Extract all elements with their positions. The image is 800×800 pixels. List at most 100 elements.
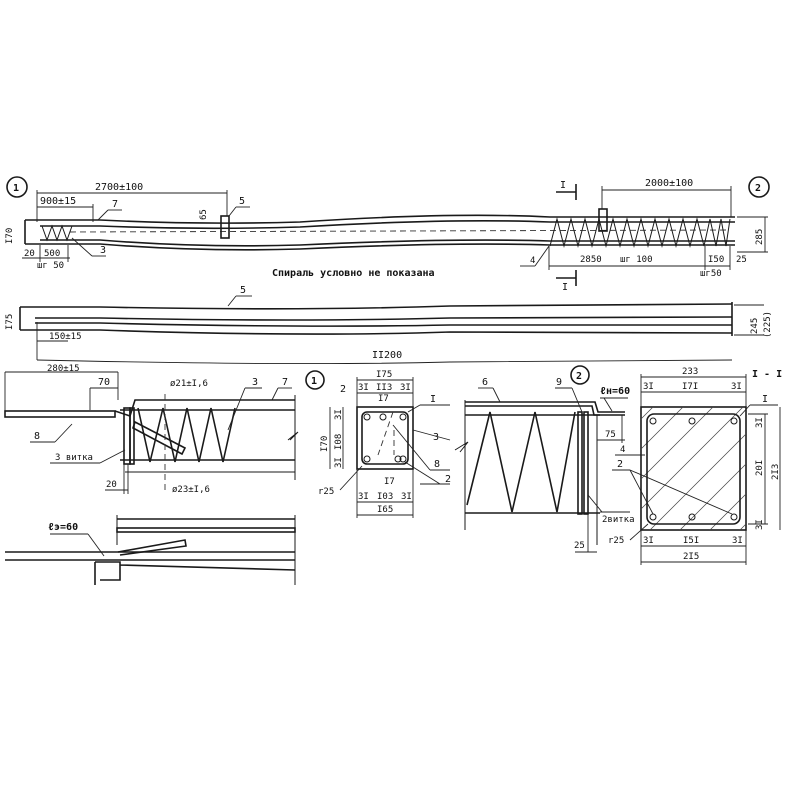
dim-65: 65 (199, 209, 209, 220)
d2-spiral (466, 411, 576, 513)
plan-view: 5 I75 245 (225) 150±15 II200 280±15 (5, 285, 773, 374)
s2-pos-4: 4 (620, 445, 625, 455)
spiral-right (549, 217, 731, 248)
section-mark-top: I (560, 180, 566, 191)
s1-pos-3: 3 (433, 432, 439, 443)
section-II-view: I - I 233 3I I7I 3I I 4 2 20I 2I3 (608, 367, 782, 565)
dim-170: I70 (5, 228, 15, 244)
rebar-top (40, 219, 735, 230)
s1-dim-113: II3 (376, 383, 392, 393)
bar-6 (465, 401, 625, 416)
s2-dim-31d: 3I (755, 519, 765, 530)
plan-dim-245: 245 (750, 318, 760, 334)
dim-2000: 2000±100 (645, 178, 693, 189)
s1-dim-31e: 3I (358, 492, 369, 502)
section-II-stirrup (646, 413, 741, 525)
d1-pos-7: 7 (282, 377, 288, 388)
lifting-loop-right (598, 208, 608, 232)
plan-top (20, 303, 733, 310)
plan-rebar-2 (35, 322, 732, 327)
step-50: шг 50 (37, 261, 64, 271)
s2-dim-151: I5I (683, 536, 699, 546)
s2-dim-31b: 3I (731, 382, 742, 392)
d1-pos-8: 8 (34, 431, 40, 442)
dim-150: I50 (708, 255, 724, 265)
d1-dim-70: 70 (98, 377, 110, 388)
s1-dim-165: I65 (377, 505, 393, 515)
d1-pos-3: 3 (252, 377, 258, 388)
s1-dim-31b: 3I (400, 383, 411, 393)
s2-dim-31c: 3I (755, 417, 765, 428)
dim-25: 25 (736, 255, 747, 265)
s1-pos-2b: 2 (445, 474, 451, 485)
callout-1-section: 1 (311, 376, 317, 387)
s1-radius: r25 (318, 487, 334, 497)
s1-dim-170: I70 (320, 436, 330, 452)
detail-1-view: 70 8 ø21±I,6 3 7 3 витка 20 ø23±I,6 ℓ (4, 371, 299, 585)
d2-lap: ℓн=60 (600, 386, 630, 397)
dim-20: 20 (24, 249, 35, 259)
s2-pos-2: 2 (617, 459, 623, 470)
dim-500: 500 (44, 249, 60, 259)
s1-pos-2a: 2 (340, 384, 346, 395)
s2-dim-233: 233 (682, 367, 698, 377)
callout-2: 2 (755, 183, 761, 194)
section-mark-bottom: I (562, 282, 568, 293)
detail-2-view: 2 6 9 ℓн=60 75 2витка 25 (454, 365, 635, 553)
plan-dim-175: I75 (5, 314, 15, 330)
callout-circle (6, 176, 28, 198)
s1-dim-31f: 3I (401, 492, 412, 502)
section-title: I - I (752, 369, 782, 380)
s1-dim-31a: 3I (358, 383, 369, 393)
s1-pos-8: 8 (434, 459, 440, 470)
pos-5: 5 (239, 196, 245, 207)
s1-dim-31d: 3I (334, 457, 344, 468)
section-II-outline (640, 406, 747, 531)
s2-dim-31e: 3I (643, 536, 654, 546)
s1-pos-1: I (430, 394, 436, 405)
section-1-stirrup (361, 411, 409, 465)
pos-3: 3 (100, 245, 106, 256)
s2-dim-171: I7I (682, 382, 698, 392)
s2-radius: r25 (608, 536, 624, 546)
plan-bottom (20, 329, 733, 335)
s2-dim-31f: 3I (732, 536, 743, 546)
plan-dim-280: 280±15 (47, 364, 80, 374)
d2-dim-25: 25 (574, 541, 585, 551)
plan-pos-5: 5 (240, 285, 246, 296)
s1-dim-31c: 3I (334, 409, 344, 420)
s1-dim-103: I03 (377, 492, 393, 502)
step-100: шг 100 (620, 255, 653, 265)
plan-dim-150: 150±15 (49, 332, 82, 342)
s1-dim-175: I75 (376, 370, 392, 380)
lifting-loop-left (220, 215, 230, 239)
s1-dim-108: I08 (334, 434, 344, 450)
step-50-right: шг50 (700, 269, 722, 279)
pos-7: 7 (112, 199, 118, 210)
d1-dia-21: ø21±I,6 (170, 379, 208, 389)
s2-dim-213: 2I3 (771, 464, 781, 480)
bar-7 (114, 399, 295, 418)
bent-bar (132, 420, 187, 456)
s2-dim-215: 2I5 (683, 552, 699, 562)
spiral-left (41, 224, 73, 242)
anchor-bar-8 (4, 410, 116, 418)
pos-4: 4 (530, 256, 535, 266)
axis-line (69, 229, 731, 233)
plan-rebar-1 (35, 316, 733, 321)
beam-top-line (25, 214, 735, 224)
s1-dim-17b: I7 (384, 477, 395, 487)
dim-285: 285 (755, 229, 765, 245)
dim-line-11200 (36, 359, 733, 365)
s2-dim-201: 20I (755, 460, 765, 476)
d1-dia-23: ø23±I,6 (172, 485, 210, 495)
s2-pos-1: I (762, 394, 768, 405)
note-spiral: Спираль условно не показана (272, 268, 435, 279)
plan-dim-11200: II200 (372, 350, 402, 361)
d2-dim-75: 75 (605, 430, 616, 440)
rebar-bottom (40, 239, 735, 247)
callout-2-detail: 2 (576, 371, 582, 382)
d1-dim-20: 20 (106, 480, 117, 490)
callout-1: 1 (13, 183, 19, 194)
